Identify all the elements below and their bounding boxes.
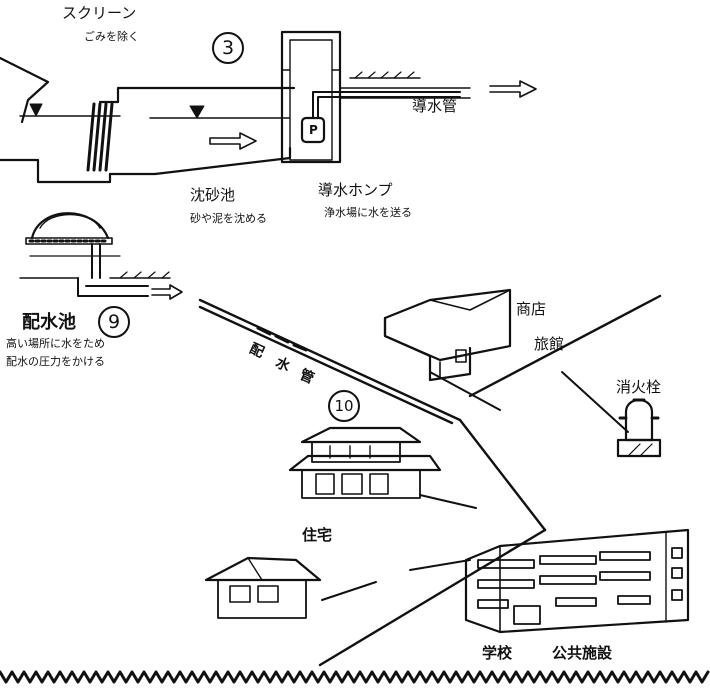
school-entrance xyxy=(513,605,541,625)
screen-bars xyxy=(86,102,114,172)
basin-top-wall xyxy=(98,86,296,104)
reservoir-description-2: 配水の圧力をかける xyxy=(6,355,105,368)
step-number-3: 3 xyxy=(212,32,244,64)
school-building xyxy=(464,528,690,634)
screen-pointer xyxy=(0,56,50,124)
distribution-main xyxy=(198,294,662,667)
shop-building xyxy=(383,288,512,382)
intake-facility xyxy=(0,30,537,184)
bottom-border xyxy=(0,670,710,684)
inn-label: 旅館 xyxy=(534,335,565,353)
basin-slope xyxy=(153,146,292,176)
pump-symbol: P xyxy=(309,123,318,137)
cottage-building xyxy=(204,556,322,619)
step-number-9: 9 xyxy=(98,306,130,338)
flow-arrow xyxy=(209,132,257,150)
house-building xyxy=(288,426,442,499)
pipe-label: 導水管 xyxy=(412,97,458,115)
pump-description: 浄水場に水を送る xyxy=(324,206,412,219)
public-facility-label: 公共施設 xyxy=(552,644,613,662)
distribution-reservoir xyxy=(19,212,183,300)
screen-description: ごみを除く xyxy=(84,30,139,43)
sand-basin-title: 沈砂池 xyxy=(190,186,236,204)
reservoir-description-1: 高い場所に水をため xyxy=(6,337,105,350)
reservoir-outlet-arrow xyxy=(151,284,183,300)
hydrant-label: 消火栓 xyxy=(616,378,662,396)
pipe-outlet-arrow xyxy=(489,80,537,98)
reservoir-title: 配水池 xyxy=(22,312,76,333)
shop-label: 商店 xyxy=(516,300,547,318)
step-number-10: 10 xyxy=(328,390,360,422)
pump-tower xyxy=(280,30,342,164)
house-label: 住宅 xyxy=(302,526,333,544)
channel-floor xyxy=(0,158,157,184)
water-level-icon xyxy=(29,103,43,117)
basin-level-icon xyxy=(189,105,205,119)
screen-title: スクリーン xyxy=(62,4,137,22)
pump-title: 導水ホンプ xyxy=(318,181,393,199)
school-label: 学校 xyxy=(482,644,513,662)
fire-hydrant-icon xyxy=(616,398,662,458)
reservoir-dome xyxy=(30,212,110,240)
sand-basin-description: 砂や泥を沈める xyxy=(190,212,267,225)
